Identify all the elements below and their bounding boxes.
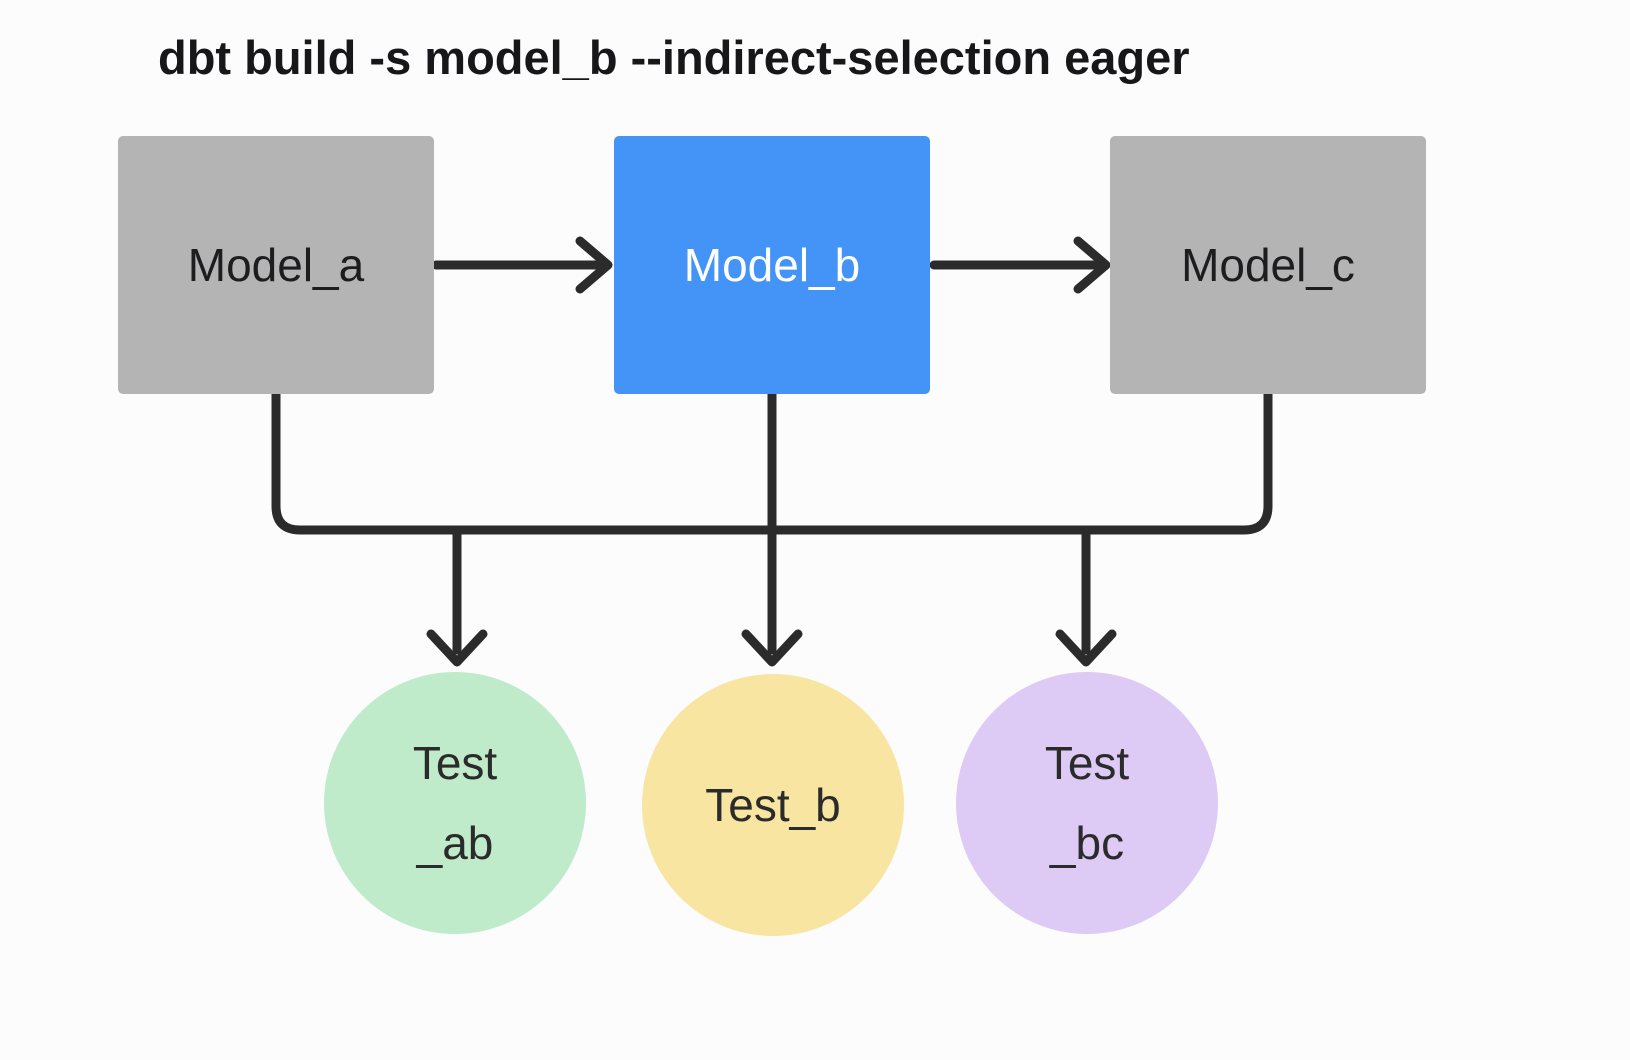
arrowhead-test-b-icon [741,629,803,667]
node-test-bc-label-line1: Test [1044,736,1130,789]
node-model-c-label: Model_c [1181,239,1355,291]
arrowhead-test-bc-icon [1055,629,1117,667]
node-model-c: Model_c [1110,136,1426,394]
arrowhead-model-a-to-model-b-icon [575,236,613,294]
node-model-b-label: Model_b [683,239,861,291]
page-title: dbt build -s model_b --indirect-selectio… [158,31,1190,84]
arrowhead-model-b-to-model-c-icon [1073,236,1111,294]
bus-rail [271,389,1273,535]
node-model-a-label: Model_a [187,239,365,291]
node-test-ab-label-line1: Test [412,736,498,789]
node-test-bc: Test _bc [956,672,1218,934]
node-model-b: Model_b [614,136,930,394]
node-test-b: Test_b [642,674,904,936]
node-test-b-label: Test_b [705,778,841,831]
node-model-a: Model_a [118,136,434,394]
node-test-ab-label-line2: _ab [416,817,494,869]
node-test-bc-label-line2: _bc [1049,817,1125,869]
node-test-ab: Test _ab [324,672,586,934]
arrowhead-test-ab-icon [426,629,488,667]
